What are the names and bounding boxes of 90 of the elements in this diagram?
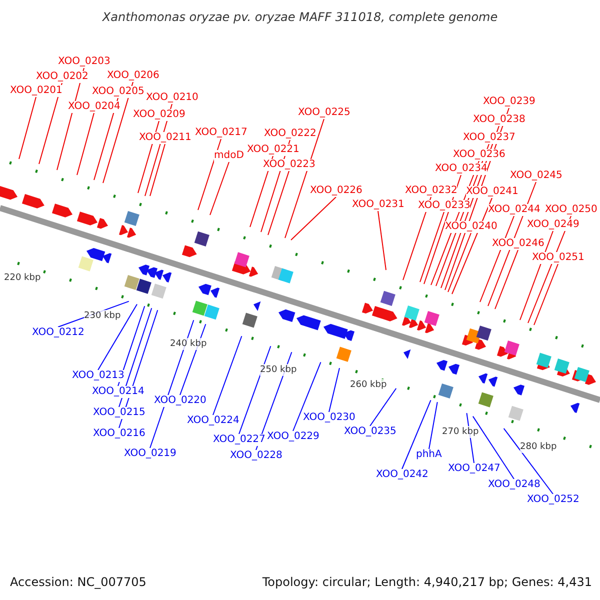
gene-label: XOO_0242 [376, 469, 428, 481]
gene-label: XOO_0204 [68, 101, 120, 113]
gene-label: XOO_0223 [263, 159, 316, 171]
gene-label: XOO_0220 [154, 395, 206, 407]
gene-label: XOO_0249 [527, 219, 580, 231]
leader-line [370, 388, 397, 426]
gene-label: XOO_0237 [463, 132, 516, 144]
scale-label: 220 kbp [4, 272, 41, 284]
leader-line [452, 198, 492, 294]
gene-label: XOO_0240 [445, 221, 498, 233]
gene-label: XOO_0215 [93, 407, 146, 419]
leader-line [292, 362, 322, 432]
gene-label: XOO_0248 [488, 479, 540, 491]
gene-label: XOO_0252 [527, 494, 580, 506]
leader-line [238, 346, 272, 434]
leader-line [198, 138, 222, 210]
gene-label: XOO_0211 [139, 132, 192, 144]
leader-line [102, 82, 134, 184]
gene-label: XOO_0230 [303, 412, 356, 424]
gene-label: XOO_0244 [488, 204, 540, 216]
gene-label: XOO_0205 [92, 86, 144, 98]
leader-line [428, 402, 438, 450]
gene-label: XOO_0238 [473, 114, 526, 126]
gene-label: XOO_0227 [213, 434, 266, 446]
gene-label: XOO_0228 [230, 450, 282, 462]
leader-line [150, 144, 166, 196]
leader-line [534, 264, 558, 326]
gene-label: XOO_0245 [510, 170, 562, 182]
gene-label: XOO_0251 [532, 252, 584, 264]
leader-line [268, 170, 290, 236]
scale-label: 250 kbp [260, 364, 297, 376]
gene-label: XOO_0217 [195, 127, 248, 139]
gene-label: XOO_0236 [453, 149, 506, 161]
gene-label: XOO_0209 [133, 109, 186, 121]
gene-label: XOO_0241 [466, 186, 518, 198]
gene-label: XOO_0231 [352, 199, 404, 211]
gene-label: mdoD [214, 150, 244, 162]
gene-label: XOO_0202 [36, 71, 88, 83]
gene-label: XOO_0216 [93, 428, 146, 440]
gene-label: XOO_0214 [92, 386, 144, 398]
leader-line [290, 196, 336, 240]
leader-line [402, 400, 432, 470]
scale-label: 260 kbp [350, 379, 387, 391]
leader-line [18, 96, 36, 160]
leader-line [98, 304, 138, 370]
gene-label: XOO_0232 [405, 185, 458, 197]
gene-label: XOO_0239 [483, 96, 536, 108]
gene-label: XOO_0210 [146, 92, 198, 104]
leader-line [284, 118, 324, 238]
leader-line [94, 98, 118, 180]
gene-label: XOO_0233 [418, 200, 470, 212]
leader-line [210, 162, 230, 216]
leader-line [420, 212, 444, 282]
leader-line [38, 82, 62, 164]
leader-line [520, 230, 554, 320]
gene-label: XOO_0235 [344, 426, 396, 438]
gene-label: XOO_0234 [435, 163, 488, 175]
scale-label: 280 kbp [520, 441, 557, 453]
gene-label: XOO_0212 [32, 327, 84, 339]
scale-label: 240 kbp [170, 338, 207, 350]
accession-note: Accession: NC_007705 [10, 576, 146, 588]
leader-line [448, 232, 472, 292]
gene-label: XOO_0224 [187, 415, 240, 427]
map-title: Xanthomonas oryzae pv. oryzae MAFF 311018, complete genome [101, 11, 499, 23]
scale-label: 230 kbp [84, 310, 121, 322]
genome-summary: Topology: circular; Length: 4,940,217 bp; Genes: 4,431 [262, 576, 592, 588]
leader-line [494, 250, 518, 310]
gene-label: phhA [416, 449, 442, 461]
gene-label: XOO_0222 [264, 128, 316, 140]
leader-line [328, 368, 340, 412]
leader-line [378, 210, 386, 270]
scale-label: 270 kbp [442, 426, 479, 438]
gene-label: XOO_0246 [492, 238, 544, 250]
leader-line [76, 112, 94, 176]
leader-line [503, 428, 554, 494]
leader-line [212, 336, 242, 416]
gene-label: XOO_0229 [267, 431, 320, 443]
gene-label: XOO_0203 [58, 56, 110, 68]
gene-label: XOO_0219 [124, 448, 176, 460]
gene-label: XOO_0213 [72, 370, 124, 382]
gene-label: XOO_0250 [545, 204, 598, 216]
leader-line [472, 416, 514, 480]
gene-label: XOO_0221 [247, 144, 300, 156]
leader-line [118, 308, 152, 408]
leader-line [402, 196, 432, 280]
gene-label: XOO_0206 [107, 70, 160, 82]
gene-label: XOO_0247 [448, 463, 500, 475]
gene-label: XOO_0225 [298, 107, 350, 119]
gene-label: XOO_0201 [10, 85, 62, 97]
gene-label: XOO_0226 [310, 185, 362, 197]
